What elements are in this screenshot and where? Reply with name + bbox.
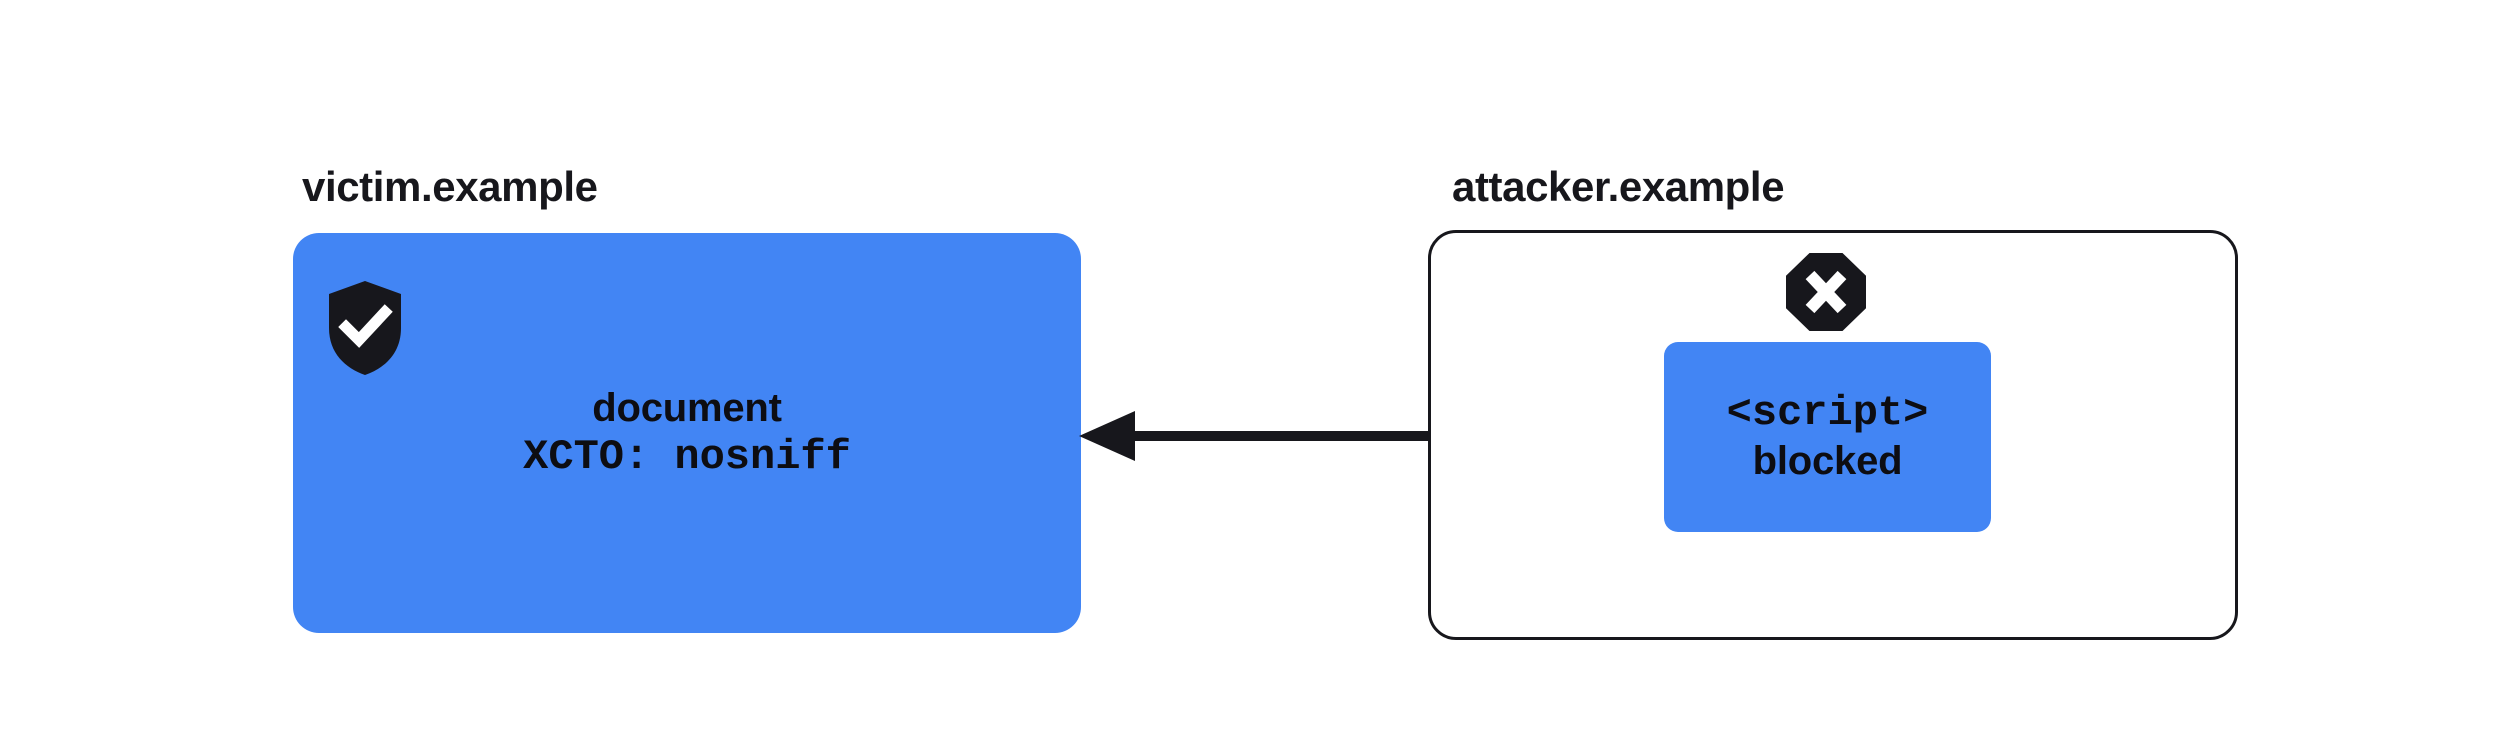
arrow-left-icon [1075, 405, 1670, 469]
blocked-script-text: <script> blocked [1664, 389, 1991, 485]
script-status: blocked [1752, 439, 1903, 483]
origin-label-attacker: attacker.example [1452, 163, 1785, 210]
octagon-x-icon [1786, 253, 1866, 331]
document-name: document [592, 386, 782, 430]
document-header: XCTO: nosniff [523, 433, 851, 481]
victim-document-text: document XCTO: nosniff [293, 384, 1081, 482]
shield-check-icon [329, 281, 401, 375]
attacker-origin-panel: <script> blocked [1428, 230, 2238, 640]
victim-origin-panel: document XCTO: nosniff [293, 233, 1081, 633]
origin-label-victim: victim.example [302, 163, 598, 210]
blocked-script-chip: <script> blocked [1664, 342, 1991, 532]
script-tag: <script> [1726, 389, 1929, 437]
